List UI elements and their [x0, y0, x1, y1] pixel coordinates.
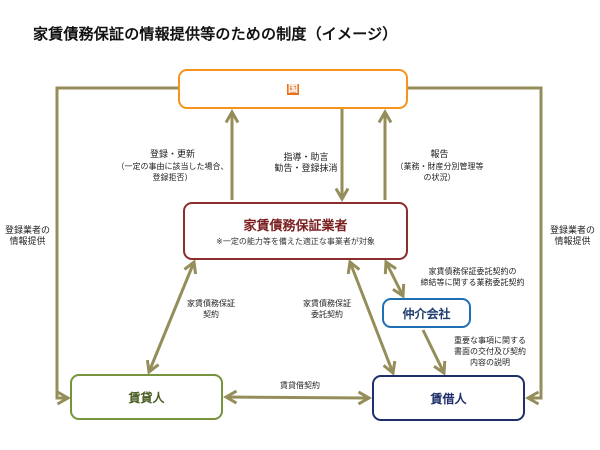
- edge-info-right: [408, 86, 543, 406]
- edge-guarantee-contract: [145, 259, 198, 375]
- edge-info-left: [55, 86, 178, 406]
- edge-consignment-contract: [346, 259, 397, 376]
- label-lease-contract: 賃貸借契約: [280, 381, 320, 390]
- node-lessor: 賃貸人: [70, 374, 223, 420]
- label-guarantee-contract: 家賃債務保証 契約: [187, 299, 235, 319]
- edge-lease-contract: [222, 389, 373, 406]
- lessee-label: 賃借人: [430, 391, 467, 406]
- edge-business-consignment: [383, 259, 406, 299]
- label-report: 報告 （業務・財産分別管理等 の状況）: [395, 150, 484, 182]
- broker-label: 仲介会社: [402, 306, 451, 321]
- node-lessee: 賃借人: [372, 375, 525, 421]
- label-explanation: 重要な事項に関する 書面の交付及び契約 内容の説明: [454, 336, 526, 367]
- diagram-title: 家賃債務保証の情報提供等のための制度（イメージ）: [33, 25, 398, 43]
- guarantor-label: 家賃債務保証業者: [243, 219, 348, 234]
- node-broker: 仲介会社: [382, 298, 471, 328]
- node-guarantor: 家賃債務保証業者 ※一定の能力等を備えた適正な事業者が対象: [183, 202, 408, 260]
- guarantor-note: ※一定の能力等を備えた適正な事業者が対象: [216, 237, 375, 246]
- government-label: 国: [287, 83, 299, 95]
- edge-explanation: [421, 329, 447, 376]
- node-government: 国: [178, 69, 408, 109]
- label-info-right: 登録業者の 情報提供: [549, 226, 595, 247]
- lessor-label: 賃貸人: [128, 390, 165, 405]
- label-business-consignment: 家賃債務保証委託契約の 締結等に関する業務委託契約: [420, 267, 525, 287]
- label-guidance: 指導・助言 勧告・登録抹消: [274, 153, 338, 174]
- label-info-left: 登録業者の 情報提供: [4, 226, 50, 247]
- label-registration: 登録・更新 （一定の事由に該当した場合、 登録拒否）: [116, 150, 229, 182]
- label-consignment-contract: 家賃債務保証 委託契約: [303, 299, 351, 319]
